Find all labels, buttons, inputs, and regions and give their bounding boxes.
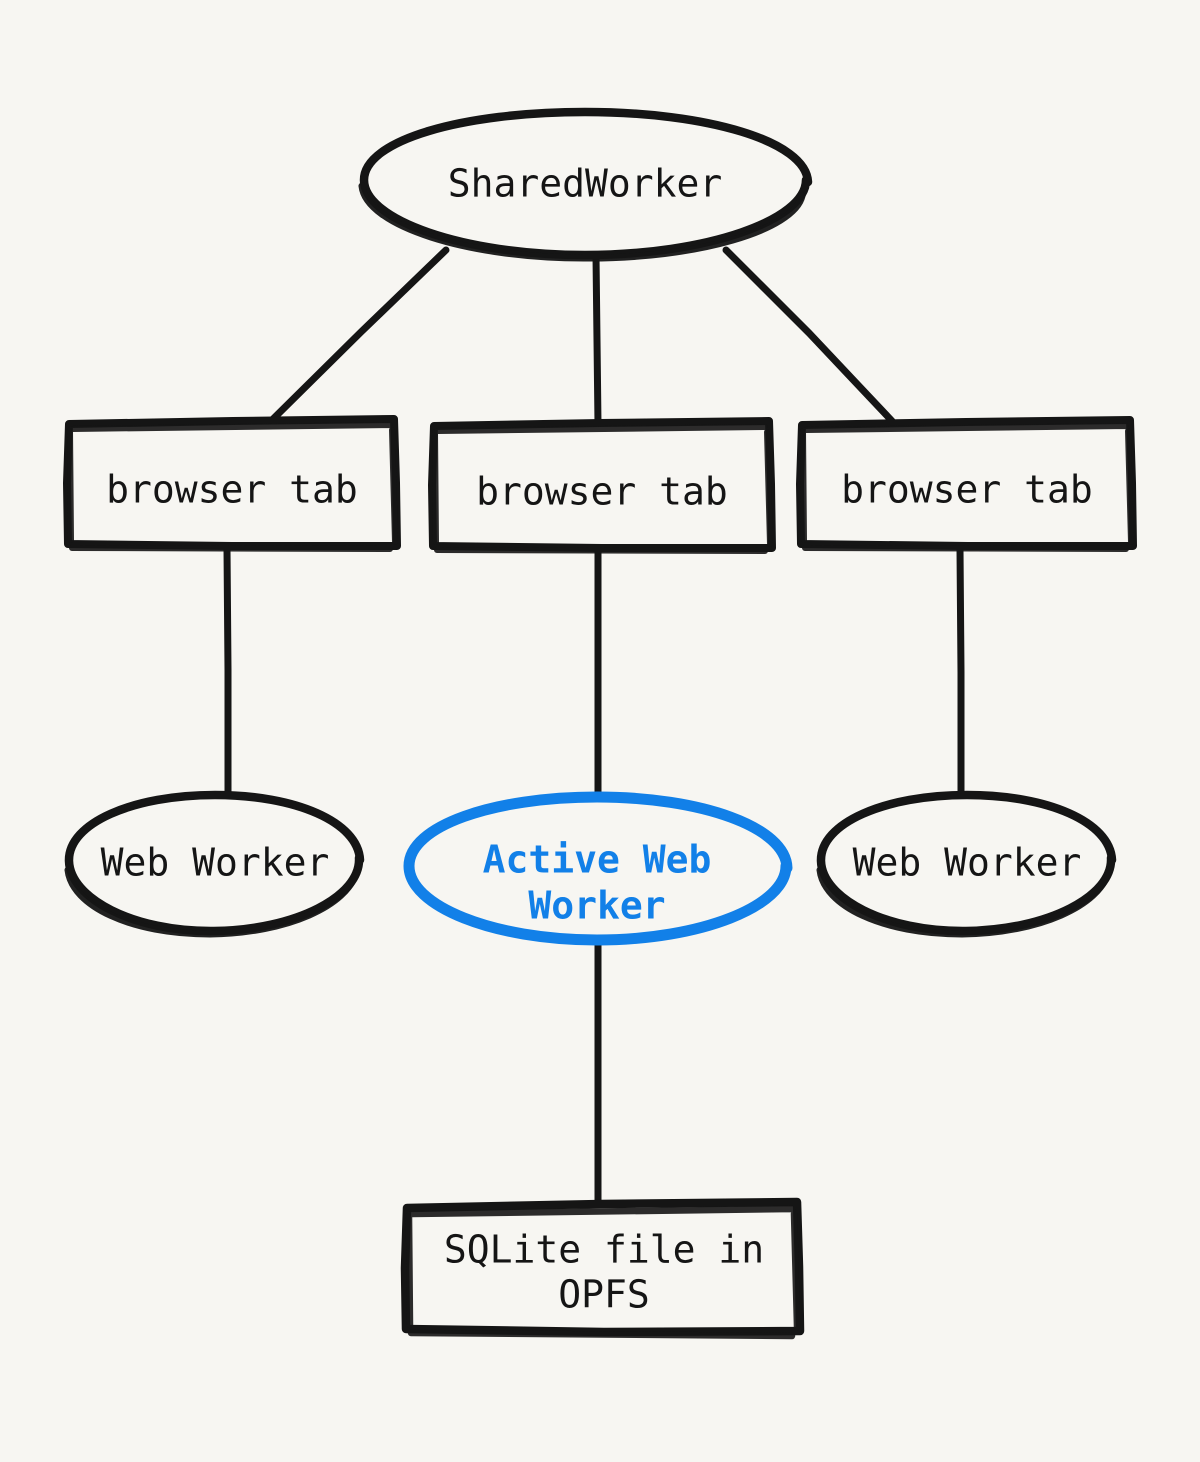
sqlite-file-outline-sketch (405, 1205, 801, 1340)
browser-tab-center-label: browser tab (476, 470, 728, 514)
active-web-worker-label-line1: Active Web (483, 838, 712, 882)
web-worker-left-ellipse-fill (69, 795, 361, 931)
node-browser-tab-center[interactable]: browser tab (428, 417, 776, 554)
web-worker-right-ellipse-fill (821, 795, 1113, 931)
sqlite-file-label-line1: SQLite file in (444, 1228, 764, 1272)
browser-tab-left-label: browser tab (106, 468, 358, 512)
browser-tab-left-outline (63, 415, 401, 550)
active-web-worker-ellipse-outline (403, 791, 793, 946)
browser-tab-left-fill (67, 419, 398, 546)
browser-tab-left-outline-sketch (67, 422, 398, 552)
browser-tab-center-fill (432, 421, 773, 548)
sharedworker-ellipse-outline (359, 107, 813, 260)
sharedworker-ellipse-fill (363, 112, 807, 256)
active-web-worker-ellipse-fill (409, 797, 785, 941)
node-active-web-worker[interactable]: Active Web Worker (403, 791, 793, 946)
edge-browser-tab-right-to-web-worker-right (956, 545, 965, 804)
edge-sharedworker-to-browser-tab-center (592, 252, 602, 428)
node-sqlite-file[interactable]: SQLite file in OPFS (400, 1197, 805, 1340)
active-web-worker-label-line2: Worker (528, 884, 665, 928)
web-worker-left-label: Web Worker (101, 841, 330, 885)
browser-tab-center-outline (428, 417, 776, 552)
sqlite-file-outline (400, 1197, 805, 1337)
browser-tab-right-label: browser tab (841, 468, 1093, 512)
edge-sharedworker-to-browser-tab-left (267, 246, 450, 425)
node-browser-tab-left[interactable]: browser tab (63, 415, 401, 552)
browser-tab-right-outline (796, 416, 1137, 550)
node-web-worker-left[interactable]: Web Worker (64, 790, 365, 938)
edge-browser-tab-left-to-web-worker-left (223, 545, 232, 804)
browser-tab-right-fill (800, 420, 1134, 546)
web-worker-right-label: Web Worker (853, 841, 1082, 885)
sqlite-file-label-line2: OPFS (558, 1273, 650, 1317)
node-web-worker-right[interactable]: Web Worker (816, 790, 1117, 938)
node-browser-tab-right[interactable]: browser tab (796, 416, 1137, 552)
node-sharedworker[interactable]: SharedWorker (358, 107, 813, 262)
sqlite-file-fill (405, 1202, 801, 1332)
edge-group (223, 246, 965, 1210)
web-worker-left-ellipse-outline-sketch (64, 866, 360, 938)
sharedworker-ellipse-outline-sketch (358, 182, 806, 262)
browser-tab-right-outline-sketch (800, 423, 1134, 552)
edge-sharedworker-to-browser-tab-right (722, 246, 896, 425)
web-worker-right-ellipse-outline-sketch (816, 866, 1112, 938)
sharedworker-label: SharedWorker (448, 162, 723, 206)
browser-tab-center-outline-sketch (432, 424, 773, 554)
